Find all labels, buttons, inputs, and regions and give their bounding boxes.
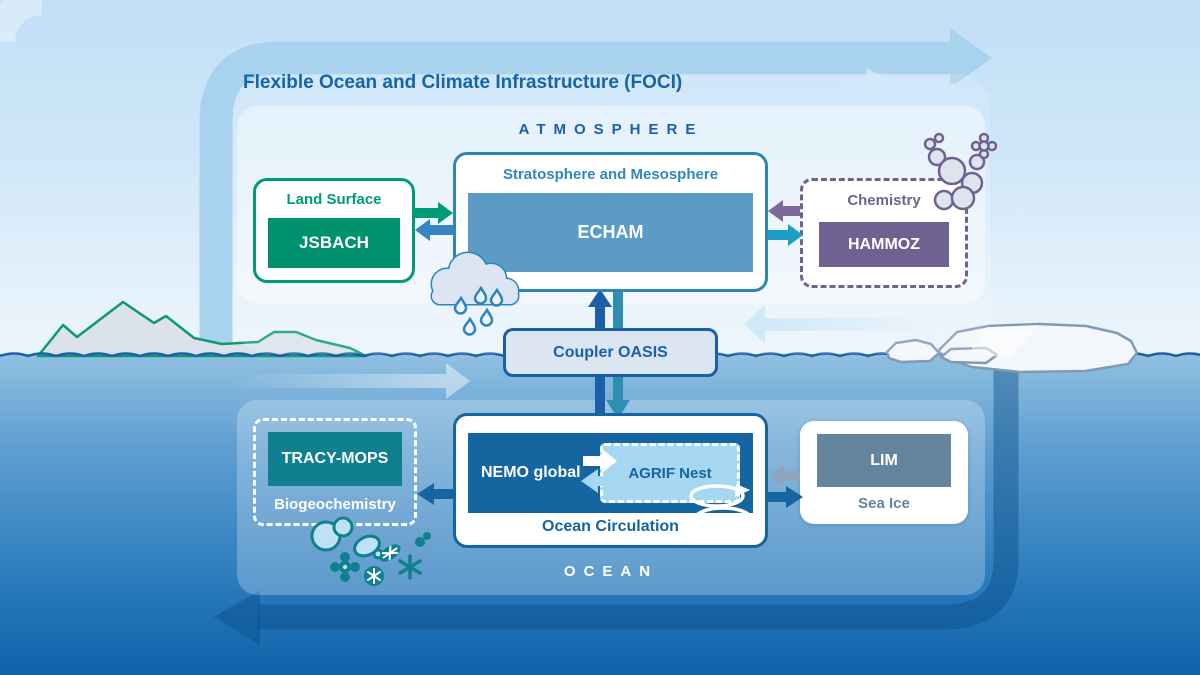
nemo-global-chip: NEMO global AGRIF Nest bbox=[468, 433, 753, 513]
ocean-section-label: OCEAN bbox=[563, 563, 659, 580]
page-title: Flexible Ocean and Climate Infrastructur… bbox=[243, 72, 683, 93]
coupler-oasis-box: Coupler OASIS bbox=[503, 328, 718, 377]
ocean-circulation-box: NEMO global AGRIF Nest Ocean Circulation bbox=[453, 413, 768, 548]
ocean-circulation-title: Ocean Circulation bbox=[542, 518, 679, 535]
land-surface-title: Land Surface bbox=[286, 191, 382, 208]
lim-model-chip: LIM bbox=[817, 434, 951, 487]
jsbach-model-chip: JSBACH bbox=[268, 218, 400, 268]
hammoz-model-chip: HAMMOZ bbox=[819, 222, 949, 267]
biogeochemistry-title: Biogeochemistry bbox=[274, 496, 396, 513]
echam-model-chip: ECHAM bbox=[468, 193, 753, 272]
biogeochemistry-box: TRACY-MOPS Biogeochemistry bbox=[253, 418, 417, 526]
chemistry-title: Chemistry bbox=[847, 192, 921, 209]
stratosphere-title: Stratosphere and Mesosphere bbox=[502, 166, 719, 183]
chemistry-box: Chemistry HAMMOZ bbox=[800, 178, 968, 288]
sea-ice-title: Sea Ice bbox=[858, 495, 910, 512]
land-surface-box: Land Surface JSBACH bbox=[253, 178, 415, 283]
nemo-global-label: NEMO global bbox=[481, 464, 581, 481]
tracy-mops-chip: TRACY-MOPS bbox=[268, 432, 402, 486]
stratosphere-box: Stratosphere and Mesosphere ECHAM bbox=[453, 152, 768, 292]
atmosphere-section-label: ATMOSPHERE bbox=[518, 121, 704, 138]
agrif-nest-chip: AGRIF Nest bbox=[600, 443, 740, 503]
sea-ice-box: LIM Sea Ice bbox=[800, 421, 968, 524]
